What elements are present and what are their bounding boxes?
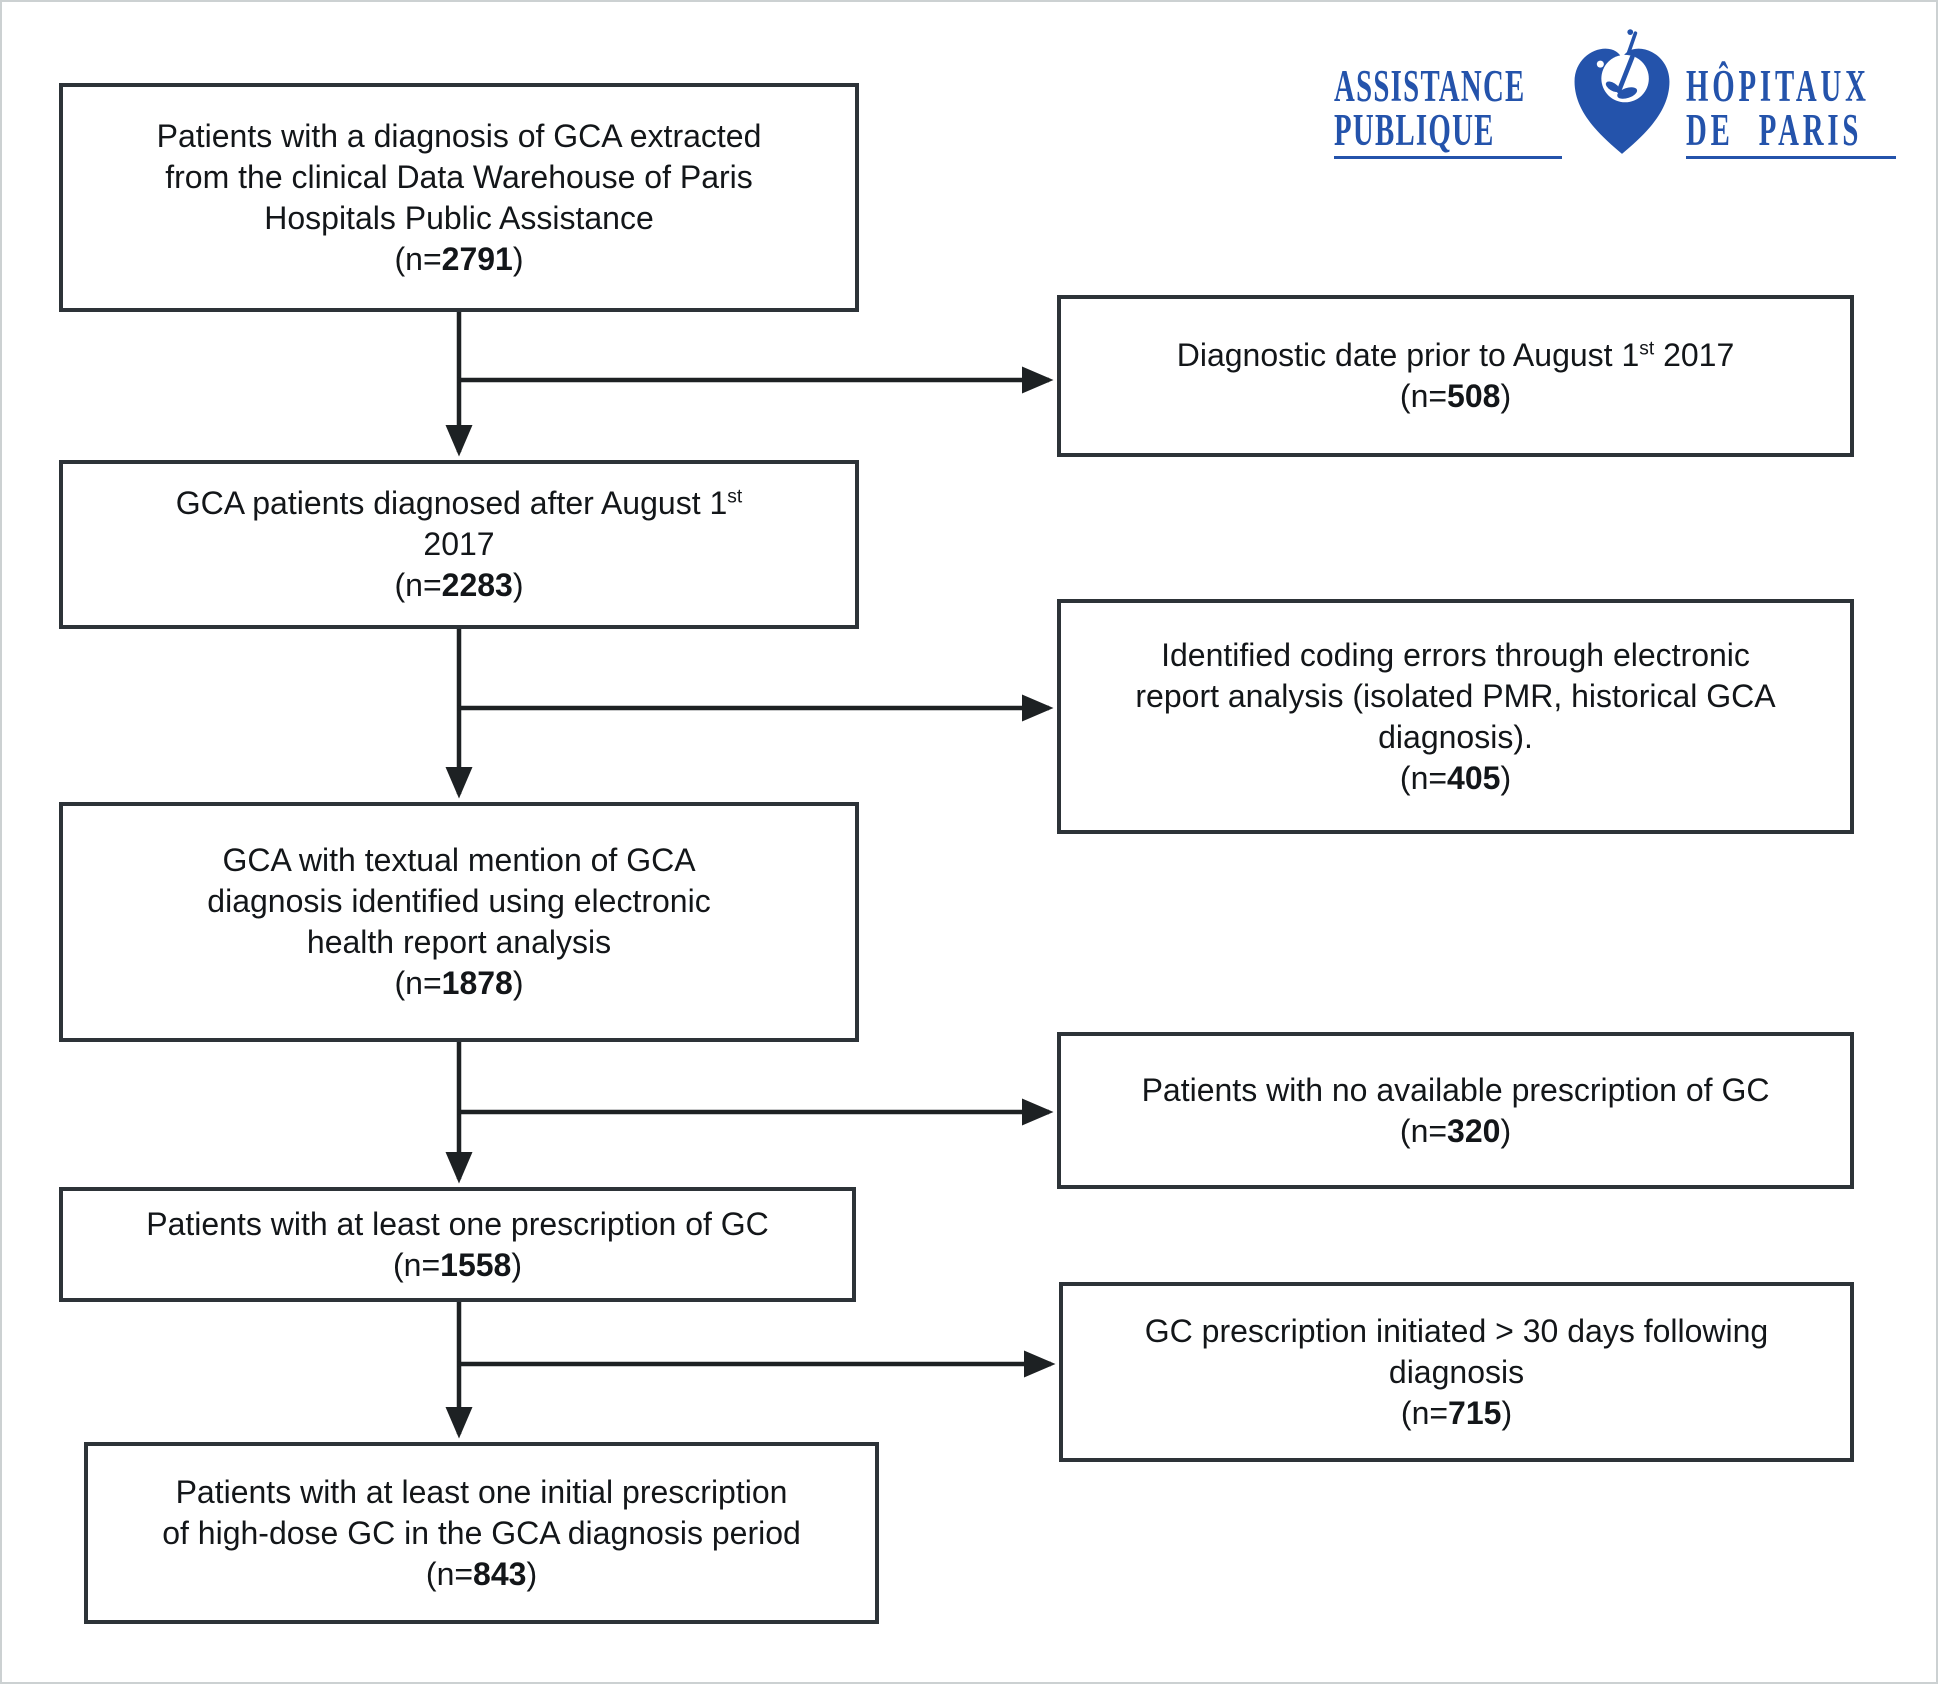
- flow-box-gca-diagnosis-extracted: Patients with a diagnosis of GCA extract…: [59, 83, 859, 312]
- logo-underline-right: [1686, 156, 1896, 159]
- logo-underline-left: [1334, 156, 1562, 159]
- exclusion-box-coding-errors: Identified coding errors through electro…: [1057, 599, 1854, 834]
- logo-text-assistance: ASSISTANCE: [1334, 61, 1526, 111]
- aphp-logo: ASSISTANCE PUBLIQUE HÔPITAUX DE PARIS: [1334, 29, 1899, 164]
- flow-box-initial-high-dose-gc: Patients with at least one initial presc…: [84, 1442, 879, 1624]
- aphp-heart-icon: [1574, 29, 1670, 154]
- logo-text-hopitaux: HÔPITAUX: [1686, 61, 1870, 111]
- flow-box-one-prescription-gc: Patients with at least one prescription …: [59, 1187, 856, 1302]
- logo-text-de-paris: DE PARIS: [1686, 105, 1863, 155]
- aphp-logo-left-text: ASSISTANCE PUBLIQUE: [1334, 61, 1633, 155]
- exclusion-box-no-prescription: Patients with no available prescription …: [1057, 1032, 1854, 1189]
- logo-text-publique: PUBLIQUE: [1334, 105, 1495, 155]
- exclusion-box-prior-date: Diagnostic date prior to August 1st 2017…: [1057, 295, 1854, 457]
- exclusion-box-late-initiation: GC prescription initiated > 30 days foll…: [1059, 1282, 1854, 1462]
- aphp-logo-right-text: HÔPITAUX DE PARIS: [1686, 61, 1936, 155]
